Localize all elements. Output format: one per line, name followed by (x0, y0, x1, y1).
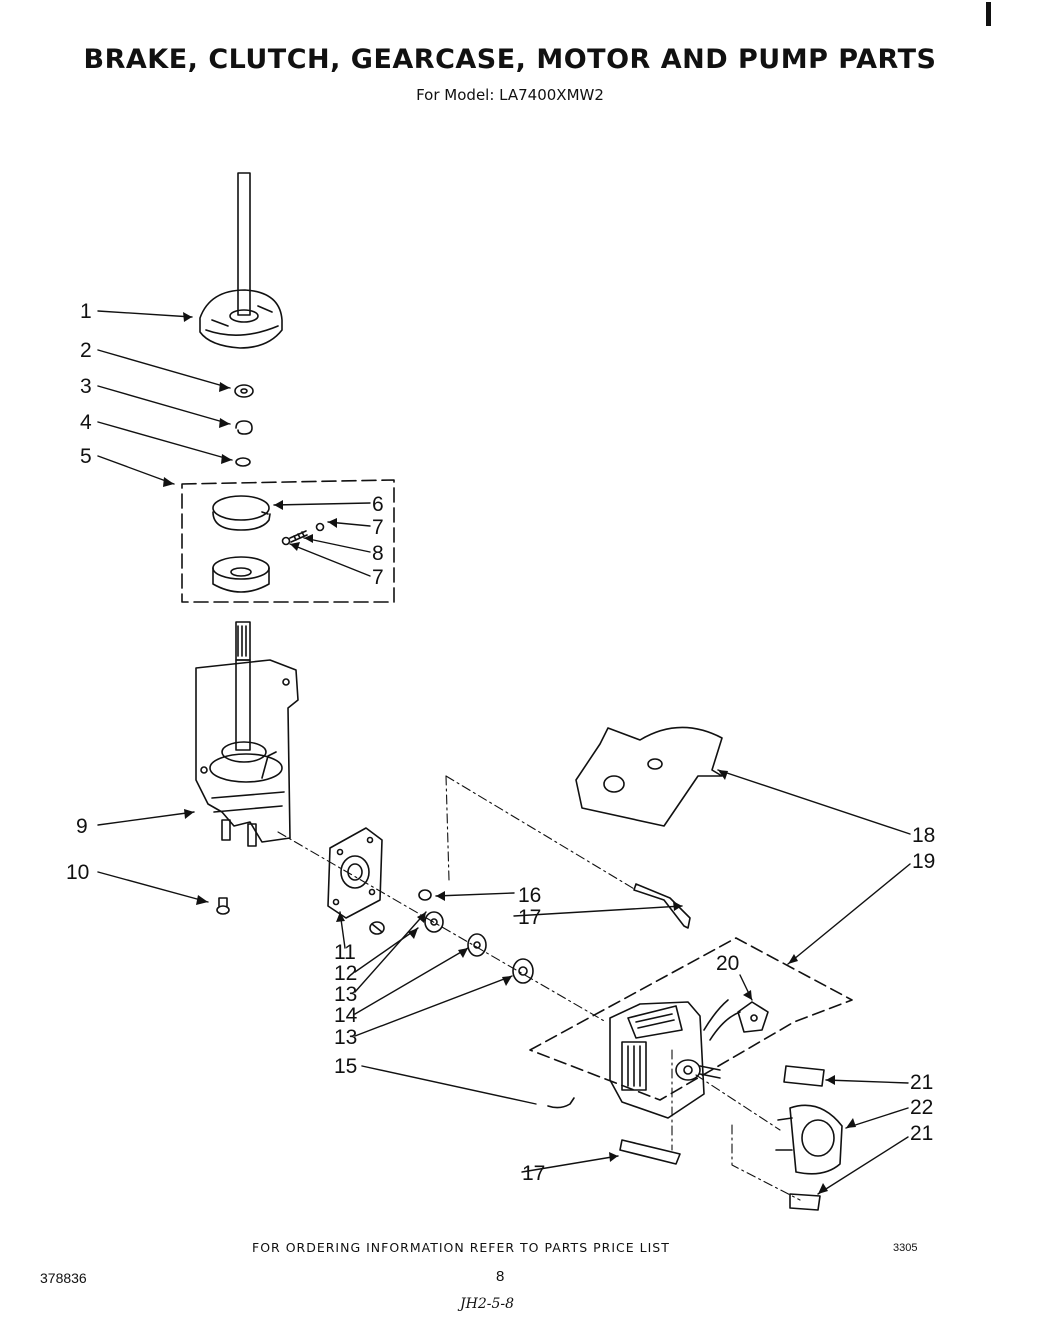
washer-drawings (234, 384, 254, 467)
mounting-plate-drawing (327, 827, 432, 935)
clip-drawing (547, 1097, 575, 1109)
callout-labels: 1 2 3 4 5 6 7 8 7 9 10 11 12 13 14 13 15… (66, 300, 935, 1185)
callout-18: 18 (912, 824, 935, 847)
handwritten-note: JH2-5-8 (460, 1296, 515, 1312)
pump-drawing (775, 1065, 843, 1211)
pulley-drawings (424, 911, 534, 984)
callout-21b: 21 (910, 1122, 933, 1145)
callout-19: 19 (912, 850, 935, 873)
ordering-note: FOR ORDERING INFORMATION REFER TO PARTS … (252, 1240, 670, 1255)
callout-2: 2 (80, 339, 92, 362)
callout-3: 3 (80, 375, 92, 398)
screw-drawing (216, 897, 230, 915)
footer-code: 3305 (893, 1242, 918, 1254)
callout-5: 5 (80, 445, 92, 468)
callout-14: 14 (334, 1004, 358, 1027)
callout-15: 15 (334, 1055, 357, 1078)
callout-4: 4 (80, 411, 92, 434)
callout-9: 9 (76, 815, 88, 838)
callout-17a: 17 (518, 906, 541, 929)
alignment-lines (277, 775, 801, 1201)
callout-21a: 21 (910, 1071, 933, 1094)
corner-mark (986, 2, 991, 26)
gasket-drawing (575, 726, 723, 827)
callout-11: 11 (334, 941, 356, 964)
callout-16: 16 (518, 884, 541, 907)
motor-drawing (609, 999, 769, 1119)
leader-lines (97, 310, 911, 1195)
lower-strap-drawing (619, 1139, 681, 1165)
callout-6: 6 (372, 493, 384, 516)
clutch-kit-box (181, 479, 395, 603)
arrow-heads (163, 312, 856, 1194)
callout-8: 8 (372, 542, 384, 565)
callout-12: 12 (334, 962, 357, 985)
callout-7a: 7 (372, 516, 384, 539)
page-number: 8 (496, 1268, 505, 1285)
callout-7b: 7 (372, 566, 384, 589)
motor-box (529, 937, 853, 1101)
callout-1: 1 (80, 300, 92, 323)
callout-17b: 17 (522, 1162, 545, 1185)
model-subtitle: For Model: LA7400XMW2 (416, 86, 604, 104)
callout-10: 10 (66, 861, 89, 884)
brake-assembly-drawing (199, 172, 283, 349)
callout-22: 22 (910, 1096, 933, 1119)
page-title: BRAKE, CLUTCH, GEARCASE, MOTOR AND PUMP … (83, 44, 937, 75)
document-number: 378836 (40, 1270, 87, 1286)
callout-13a: 13 (334, 983, 357, 1006)
callout-20: 20 (716, 952, 739, 975)
callout-13b: 13 (334, 1026, 357, 1049)
gearcase-drawing (195, 621, 299, 847)
